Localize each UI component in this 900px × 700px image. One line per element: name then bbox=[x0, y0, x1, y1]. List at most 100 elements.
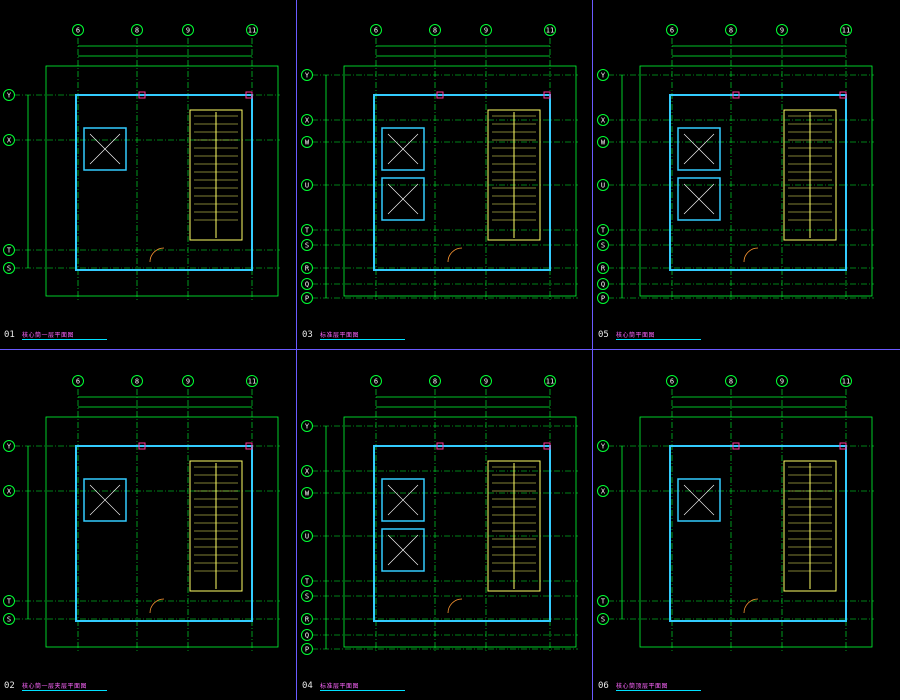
grid-bubble bbox=[597, 278, 609, 290]
elevator-cross bbox=[89, 133, 121, 165]
grid-bubble bbox=[480, 375, 492, 387]
grid-bubble bbox=[3, 89, 15, 101]
grid-label: X bbox=[601, 117, 606, 125]
grid-label: X bbox=[305, 468, 310, 476]
grid-bubble bbox=[597, 114, 609, 126]
grid-label: Y bbox=[305, 72, 310, 80]
grid-label: Y bbox=[601, 72, 606, 80]
grid-bubble bbox=[301, 179, 313, 191]
column-marker bbox=[138, 442, 146, 450]
grid-bubble bbox=[301, 278, 313, 290]
sheet-divider bbox=[592, 0, 593, 700]
column-marker bbox=[543, 91, 551, 99]
plan-frame bbox=[343, 65, 577, 297]
grid-bubble bbox=[301, 613, 313, 625]
column-marker bbox=[543, 442, 551, 450]
grid-bubble bbox=[597, 239, 609, 251]
grid-bubble bbox=[597, 262, 609, 274]
grid-bubble bbox=[429, 375, 441, 387]
column-marker bbox=[436, 442, 444, 450]
column-marker bbox=[436, 91, 444, 99]
grid-bubble bbox=[776, 375, 788, 387]
grid-label: 11 bbox=[546, 378, 554, 386]
stair-outline bbox=[189, 109, 243, 241]
grid-bubble bbox=[301, 224, 313, 236]
grid-bubble bbox=[246, 375, 258, 387]
grid-bubble bbox=[301, 420, 313, 432]
grid-label: Q bbox=[305, 632, 309, 640]
grid-label: S bbox=[601, 242, 605, 250]
grid-bubble bbox=[246, 24, 258, 36]
grid-label: T bbox=[305, 578, 310, 586]
grid-label: X bbox=[305, 117, 310, 125]
grid-label: 9 bbox=[780, 27, 784, 35]
grid-bubble bbox=[301, 114, 313, 126]
sheet-divider bbox=[0, 349, 900, 350]
column-marker bbox=[839, 442, 847, 450]
grid-bubble bbox=[3, 613, 15, 625]
elevator-cross bbox=[387, 183, 419, 215]
core-wall bbox=[669, 94, 847, 271]
grid-bubble bbox=[597, 224, 609, 236]
grid-label: 11 bbox=[842, 378, 850, 386]
elevator-cross bbox=[89, 484, 121, 516]
grid-label: 6 bbox=[670, 27, 674, 35]
elevator-shaft bbox=[381, 478, 425, 522]
grid-label: 8 bbox=[729, 378, 733, 386]
core-wall bbox=[373, 445, 551, 622]
grid-label: X bbox=[601, 488, 606, 496]
core-wall bbox=[669, 445, 847, 622]
grid-label: U bbox=[305, 533, 309, 541]
grid-bubble bbox=[597, 69, 609, 81]
grid-bubble bbox=[301, 590, 313, 602]
grid-label: R bbox=[601, 265, 606, 273]
grid-label: W bbox=[305, 490, 310, 498]
grid-bubble bbox=[72, 375, 84, 387]
column-marker bbox=[839, 91, 847, 99]
grid-bubble bbox=[725, 375, 737, 387]
grid-bubble bbox=[370, 375, 382, 387]
grid-label: T bbox=[601, 227, 606, 235]
grid-label: 9 bbox=[186, 27, 190, 35]
column-marker bbox=[138, 91, 146, 99]
grid-bubble bbox=[182, 24, 194, 36]
grid-bubble bbox=[301, 629, 313, 641]
elevator-cross bbox=[683, 133, 715, 165]
elevator-cross bbox=[683, 183, 715, 215]
grid-bubble bbox=[3, 134, 15, 146]
grid-bubble bbox=[301, 487, 313, 499]
grid-label: P bbox=[305, 295, 309, 303]
grid-bubble bbox=[480, 24, 492, 36]
elevator-shaft bbox=[677, 177, 721, 221]
elevator-shaft bbox=[381, 177, 425, 221]
grid-bubble bbox=[3, 485, 15, 497]
grid-label: S bbox=[7, 616, 11, 624]
grid-bubble bbox=[597, 136, 609, 148]
grid-bubble bbox=[301, 239, 313, 251]
grid-label: Y bbox=[601, 443, 606, 451]
grid-bubble bbox=[597, 595, 609, 607]
grid-bubble bbox=[544, 24, 556, 36]
column-marker bbox=[245, 91, 253, 99]
elevator-shaft bbox=[83, 127, 127, 171]
grid-bubble bbox=[597, 485, 609, 497]
grid-bubble bbox=[370, 24, 382, 36]
plan-frame bbox=[639, 416, 873, 648]
grid-bubble bbox=[301, 69, 313, 81]
grid-bubble bbox=[131, 24, 143, 36]
grid-bubble bbox=[776, 24, 788, 36]
grid-bubble bbox=[666, 375, 678, 387]
